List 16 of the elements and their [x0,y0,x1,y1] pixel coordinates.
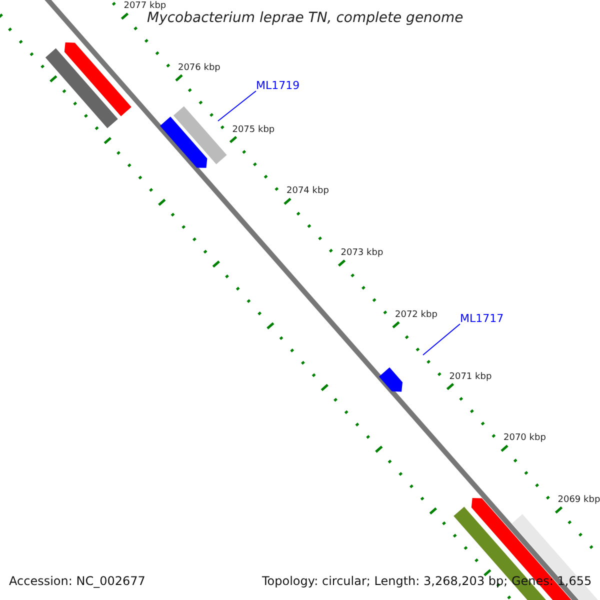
leader-line [422,324,460,356]
feature-label: ML1717 [460,313,504,324]
scale-label: 2073 kbp [340,249,384,258]
title: Mycobacterium leprae TN, complete genome [147,11,464,25]
scale-label: 2075 kbp [232,126,275,135]
scale-label: 2071 kbp [449,372,492,382]
scale-label: 2069 kbp [558,496,600,505]
accession-text: Accession: NC_002677 [9,575,146,587]
scale-label: 2072 kbp [395,310,438,320]
leader-line [218,90,256,122]
scale-label: 2077 kbp [124,2,166,12]
scale-label: 2076 kbp [178,64,220,73]
genome-summary: Topology: circular; Length: 3,268,203 bp; Genes: 1,655 [262,575,592,587]
feature-label: ML1719 [256,80,300,91]
scale-label: 2070 kbp [504,434,546,444]
scale-label: 2074 kbp [286,187,329,196]
